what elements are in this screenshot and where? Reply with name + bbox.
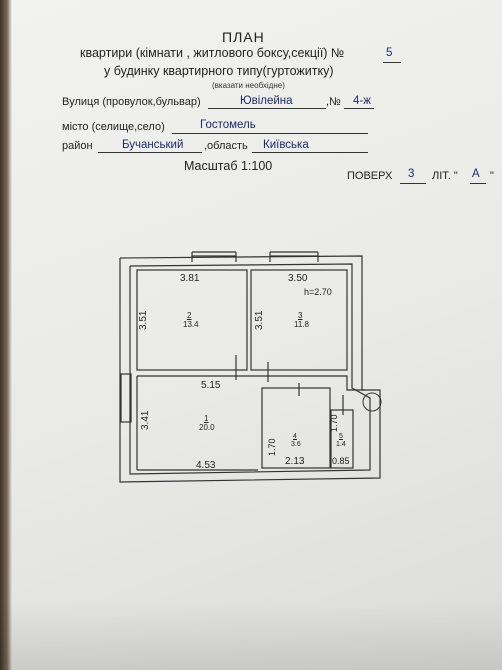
room1-number: 1 <box>204 414 209 423</box>
lit-label: ЛІТ. " <box>432 170 458 182</box>
room2-number: 2 <box>187 311 192 320</box>
room2-width: 3.81 <box>180 273 200 284</box>
house-value: 4-ж <box>353 95 371 107</box>
room-5 <box>330 409 354 469</box>
room1-height: 3.41 <box>140 410 151 430</box>
street-label: Вулиця (провулок,бульвар) <box>62 96 201 108</box>
room2-area: 13.4 <box>183 320 199 329</box>
district-label: район <box>62 140 93 152</box>
floor-value: 3 <box>408 168 415 180</box>
room3-width: 3.50 <box>288 273 308 284</box>
room1-width: 5.15 <box>201 380 221 391</box>
note-text: (вказати необхідне) <box>212 81 285 90</box>
room4-area: 3.6 <box>291 441 301 448</box>
town-value: Гостомель <box>200 119 256 131</box>
floor-label: ПОВЕРХ <box>347 170 393 182</box>
lit-end: " <box>490 170 494 182</box>
room5-area: 1.4 <box>336 441 346 448</box>
building-type-line: у будинку квартирного типу(гуртожитку) <box>104 64 334 78</box>
room-3 <box>250 269 348 371</box>
room-1-top <box>137 375 365 391</box>
room-2 <box>136 269 248 371</box>
photo-edge <box>0 0 12 670</box>
page-shadow <box>0 600 502 670</box>
region-value: Київська <box>263 139 309 151</box>
apartment-number: 5 <box>386 47 393 59</box>
house-label: ,№ <box>326 96 341 108</box>
apartment-line: квартири (кімнати , житлового боксу,секц… <box>80 46 345 60</box>
room5-height: 1.70 <box>329 414 339 432</box>
room3-height: 3.51 <box>254 310 265 330</box>
street-underline <box>208 108 326 109</box>
room3-number: 3 <box>298 311 303 320</box>
room4-height: 1.70 <box>267 438 277 456</box>
apartment-number-underline <box>383 62 401 63</box>
district-value: Бучанський <box>122 139 184 151</box>
region-underline <box>252 152 368 153</box>
room4-number: 4 <box>293 433 297 440</box>
room5-width: 0.85 <box>332 456 350 466</box>
scale-text: Масштаб 1:100 <box>184 159 273 173</box>
room1-area: 20.0 <box>199 423 215 432</box>
room3-ceiling: h=2.70 <box>304 287 332 297</box>
room2-height: 3.51 <box>138 310 149 330</box>
room4-width: 2.13 <box>285 456 305 467</box>
town-label: місто (селище,село) <box>62 121 165 133</box>
room1-bottom: 4.53 <box>196 460 216 471</box>
left-balcony <box>120 373 132 423</box>
room3-area: 11.8 <box>294 320 309 329</box>
room-4 <box>261 387 331 469</box>
outer-wall-inner <box>129 263 371 475</box>
plan-title: ПЛАН <box>222 29 265 45</box>
lit-value: А <box>472 168 480 180</box>
street-value: Ювілейна <box>240 95 293 107</box>
door-swing-mark <box>362 392 382 412</box>
town-underline <box>172 133 368 134</box>
lit-underline <box>470 183 486 184</box>
region-label: ,область <box>204 140 248 152</box>
floor-underline <box>400 183 426 184</box>
outer-wall-outer <box>119 255 381 483</box>
house-underline <box>344 108 374 109</box>
district-underline <box>98 152 202 153</box>
room5-number: 5 <box>339 433 343 440</box>
